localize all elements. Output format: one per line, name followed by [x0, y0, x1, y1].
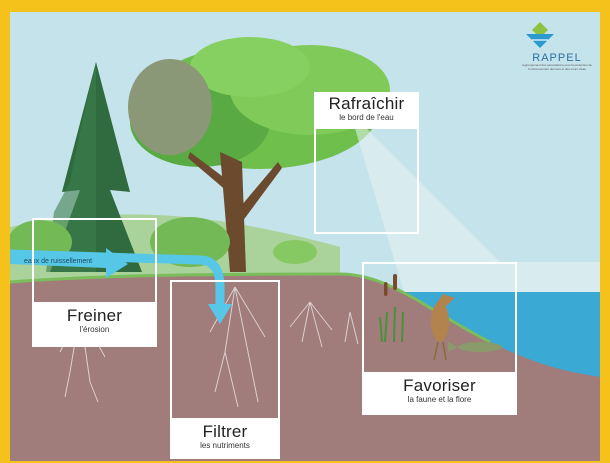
runoff-label: eaux de ruissellement — [24, 258, 93, 265]
logo-tagline: regroupement des associations pour la pr… — [522, 63, 592, 71]
filtrer-frame — [170, 280, 280, 420]
bittern-bird — [431, 294, 455, 361]
logo-name: RAPPEL — [532, 52, 582, 64]
favoriser-caption: Favoriser la faune et la flore — [362, 373, 517, 415]
rappel-logo: RAPPEL regroupement des associations pou… — [522, 20, 592, 71]
pike-fish — [448, 342, 502, 352]
cattail-reeds — [379, 306, 404, 343]
shrub — [273, 240, 317, 264]
favoriser-subtitle: la faune et la flore — [407, 395, 472, 404]
rafraichir-frame — [314, 124, 419, 234]
rafraichir-title: Rafraîchir — [328, 94, 405, 113]
background-tree — [128, 59, 212, 155]
shade-beam — [350, 112, 600, 332]
favoriser-frame — [362, 262, 517, 374]
filtrer-subtitle: les nutriments — [200, 441, 250, 450]
freiner-subtitle: l'érosion — [79, 325, 110, 334]
freiner-title: Freiner — [66, 306, 123, 325]
riparian-strip-diagram: RAPPEL regroupement des associations pou… — [10, 12, 600, 461]
rappel-logo-icon — [526, 22, 554, 48]
illustration — [10, 37, 600, 461]
rafraichir-subtitle: le bord de l'eau — [339, 113, 394, 122]
freiner-caption: Freiner l'érosion — [32, 303, 157, 347]
filtrer-caption: Filtrer les nutriments — [170, 419, 280, 459]
filtrer-title: Filtrer — [202, 422, 248, 441]
rafraichir-caption: Rafraîchir le bord de l'eau — [314, 92, 419, 129]
favoriser-title: Favoriser — [403, 376, 476, 395]
shrub — [150, 217, 230, 267]
runoff-arrow — [10, 248, 232, 324]
grass-line — [10, 272, 491, 344]
cattail-head — [384, 282, 388, 296]
freiner-frame — [32, 218, 157, 304]
cattail-head — [393, 274, 397, 290]
